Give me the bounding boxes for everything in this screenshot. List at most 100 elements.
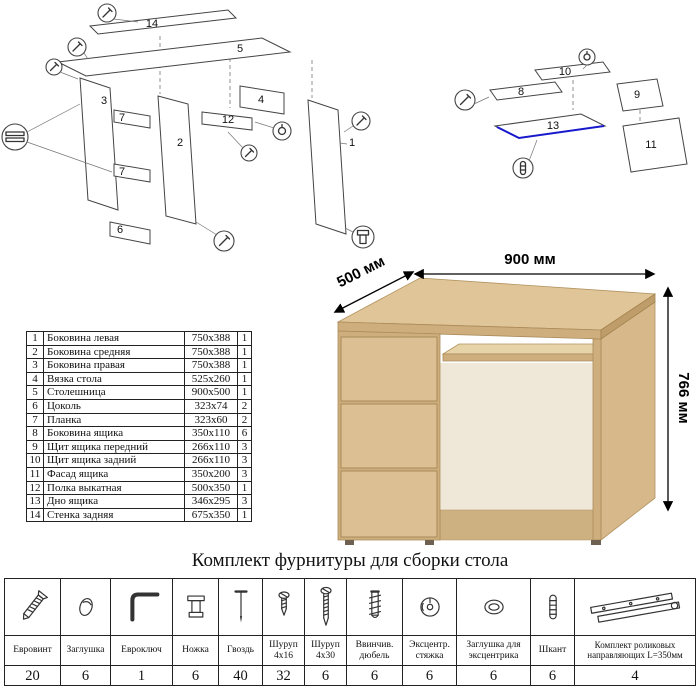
part-size: 323x60 xyxy=(184,412,238,428)
leader-line xyxy=(343,125,354,133)
part-10-drawer-back xyxy=(534,61,611,81)
leader-line xyxy=(528,139,538,162)
part-name: Планка xyxy=(43,412,185,428)
part-label: 10 xyxy=(559,66,571,78)
part-qty: 1 xyxy=(237,344,252,360)
part-qty: 6 xyxy=(237,426,252,441)
screw-in-dowel-icon xyxy=(368,590,381,619)
part-size: 350x200 xyxy=(184,466,238,482)
part-name: Дно ящика xyxy=(43,494,185,509)
part-qty: 1 xyxy=(237,385,252,400)
leader-line xyxy=(113,18,139,23)
wooden-dowel-icon xyxy=(548,594,557,620)
part-label: 2 xyxy=(177,137,183,149)
hardware-qty: 6 xyxy=(173,665,218,685)
part-label: 12 xyxy=(222,114,234,126)
hardware-item: Евроключ 1 xyxy=(111,579,173,685)
hardware-qty: 20 xyxy=(5,665,60,685)
part-4-tie xyxy=(239,85,285,115)
part-14-back-wall xyxy=(88,9,238,35)
hardware-label: Шуруп 4х30 xyxy=(305,635,346,665)
part-number: 14 xyxy=(26,507,44,523)
part-6-plinth xyxy=(109,221,151,245)
leader-line xyxy=(83,52,89,60)
hardware-item: Евровинт 20 xyxy=(5,579,61,685)
cam-lock-cover-icon xyxy=(483,599,504,615)
leader-line xyxy=(339,142,348,145)
screw-short-icon xyxy=(277,591,290,616)
right-panel-front-edge xyxy=(592,338,602,541)
part-number: 7 xyxy=(26,412,44,428)
hardware-item: Шкант 6 xyxy=(531,579,575,685)
desk-foot xyxy=(591,540,601,545)
part-qty: 2 xyxy=(237,398,252,414)
part-qty: 3 xyxy=(237,453,252,468)
leader-line xyxy=(344,227,354,233)
part-7-plank xyxy=(113,163,151,183)
hardware-label: Ножка xyxy=(173,635,218,665)
part-size: 525x260 xyxy=(184,371,238,387)
part-name: Стенка задняя xyxy=(43,507,185,523)
hardware-qty: 32 xyxy=(263,665,304,685)
parts-table-row: 12 Полка выкатная 500x350 1 xyxy=(26,480,252,496)
part-name: Боковина правая xyxy=(43,358,185,373)
leader-line xyxy=(473,96,490,105)
part-number: 10 xyxy=(26,453,44,468)
parts-table-row: 9 Щит ящика передний 266x110 3 xyxy=(26,439,252,455)
part-size: 750x388 xyxy=(184,344,238,360)
part-label: 7 xyxy=(119,166,125,178)
part-qty: 3 xyxy=(237,466,252,482)
roller-slides-icon xyxy=(590,592,681,623)
hardware-label: Заглушка xyxy=(61,635,110,665)
desk-foot xyxy=(345,540,354,545)
dimension-height-label: 766 мм xyxy=(675,372,692,423)
part-qty: 3 xyxy=(237,439,252,455)
hardware-item: Ножка 6 xyxy=(173,579,219,685)
hardware-item: Заглушка 6 xyxy=(61,579,111,685)
part-label: 13 xyxy=(547,120,559,132)
hardware-label: Комплект роликовых направляющих L=350мм xyxy=(575,635,695,665)
confirmat-screw-icon xyxy=(22,590,48,620)
hardware-kit-title: Комплект фурнитуры для сборки стола xyxy=(191,550,509,571)
hardware-label: Эксцентр. стяжка xyxy=(403,635,456,665)
part-size: 323x74 xyxy=(184,398,238,414)
hardware-label: Евроключ xyxy=(111,635,172,665)
part-qty: 1 xyxy=(237,371,252,387)
callout-screw-icon xyxy=(213,230,235,252)
part-3-left-side xyxy=(79,77,119,211)
hardware-qty: 6 xyxy=(531,665,574,685)
hardware-label: Ввинчив. дюбель xyxy=(347,635,402,665)
part-size: 350x110 xyxy=(184,426,238,441)
callout-screw-icon xyxy=(351,111,371,131)
part-size: 750x388 xyxy=(184,358,238,373)
hardware-item: Шуруп 4х30 6 xyxy=(305,579,347,685)
parts-table-row: 5 Столешница 900x500 1 xyxy=(26,385,252,400)
drawer-front-2 xyxy=(340,403,438,469)
parts-table-row: 4 Вязка стола 525x260 1 xyxy=(26,371,252,387)
part-qty: 1 xyxy=(237,358,252,373)
hardware-label: Шуруп 4х16 xyxy=(263,635,304,665)
callout-cam-lock-icon xyxy=(272,121,292,141)
keyboard-tray-top xyxy=(441,343,615,355)
parts-table-row: 11 Фасад ящика 350x200 3 xyxy=(26,466,252,482)
leader-line xyxy=(59,71,79,80)
callout-screw-icon xyxy=(240,144,258,162)
leader-line xyxy=(582,64,588,70)
parts-list-table: 1 Боковина левая 750x388 1 2 Боковина ср… xyxy=(26,331,252,523)
callout-leg-icon xyxy=(351,225,375,249)
desk-render: 900 мм 500 мм 766 мм xyxy=(333,251,692,545)
part-11-drawer-facade xyxy=(622,117,688,173)
callout-screw-icon xyxy=(454,89,476,111)
part-name: Столешница xyxy=(43,385,185,400)
hardware-qty: 40 xyxy=(219,665,262,685)
hardware-qty: 6 xyxy=(457,665,530,685)
desk-foot xyxy=(425,540,434,545)
furniture-leg-icon xyxy=(186,595,205,618)
part-size: 675x350 xyxy=(184,507,238,523)
part-number: 12 xyxy=(26,480,44,496)
part-label: 9 xyxy=(634,89,640,101)
part-name: Боковина левая xyxy=(43,331,185,346)
parts-table-row: 10 Щит ящика задний 266x110 3 xyxy=(26,453,252,468)
part-qty: 1 xyxy=(237,480,252,496)
part-size: 266x110 xyxy=(184,453,238,468)
